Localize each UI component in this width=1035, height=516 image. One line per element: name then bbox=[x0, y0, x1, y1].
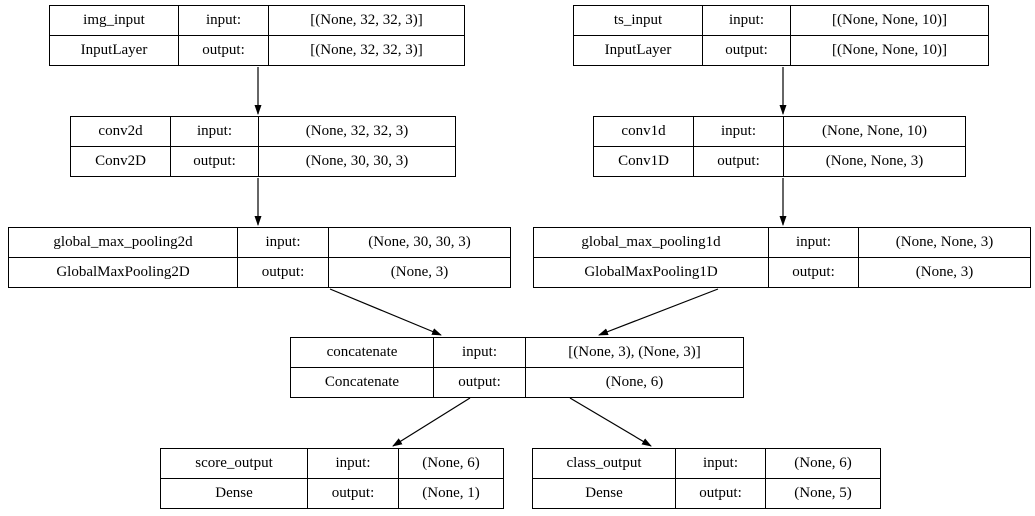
layer-type: Conv2D bbox=[70, 146, 171, 177]
input-shape: (None, None, 3) bbox=[858, 227, 1031, 258]
input-label: input: bbox=[768, 227, 859, 258]
input-shape: [(None, None, 10)] bbox=[790, 5, 989, 36]
layer-type: Dense bbox=[160, 478, 308, 509]
output-label: output: bbox=[178, 35, 269, 66]
layer-node-conv2d: conv2d input: (None, 32, 32, 3) Conv2D o… bbox=[70, 116, 456, 177]
output-label: output: bbox=[170, 146, 259, 177]
layer-record: conv1d input: (None, None, 10) Conv1D ou… bbox=[593, 116, 966, 177]
output-shape: (None, 5) bbox=[765, 478, 881, 509]
layer-node-global_max_pooling1d: global_max_pooling1d input: (None, None,… bbox=[533, 227, 1031, 288]
input-shape: [(None, 32, 32, 3)] bbox=[268, 5, 465, 36]
layer-record: img_input input: [(None, 32, 32, 3)] Inp… bbox=[49, 5, 465, 66]
output-shape: (None, 3) bbox=[858, 257, 1031, 288]
layer-name: ts_input bbox=[573, 5, 703, 36]
layer-type: Dense bbox=[532, 478, 676, 509]
output-label: output: bbox=[702, 35, 791, 66]
layer-record: global_max_pooling1d input: (None, None,… bbox=[533, 227, 1031, 288]
layer-type: Concatenate bbox=[290, 367, 434, 398]
output-label: output: bbox=[693, 146, 784, 177]
layer-type: GlobalMaxPooling1D bbox=[533, 257, 769, 288]
layer-name: concatenate bbox=[290, 337, 434, 368]
input-label: input: bbox=[178, 5, 269, 36]
input-label: input: bbox=[307, 448, 399, 479]
output-shape: [(None, None, 10)] bbox=[790, 35, 989, 66]
input-shape: [(None, 3), (None, 3)] bbox=[525, 337, 744, 368]
layer-node-class_output: class_output input: (None, 6) Dense outp… bbox=[532, 448, 881, 509]
layer-node-score_output: score_output input: (None, 6) Dense outp… bbox=[160, 448, 504, 509]
layer-name: global_max_pooling1d bbox=[533, 227, 769, 258]
edge-concatenate-score_output bbox=[392, 397, 471, 447]
layer-node-global_max_pooling2d: global_max_pooling2d input: (None, 30, 3… bbox=[8, 227, 511, 288]
layer-type: GlobalMaxPooling2D bbox=[8, 257, 238, 288]
input-shape: (None, 6) bbox=[765, 448, 881, 479]
layer-type: InputLayer bbox=[49, 35, 179, 66]
edge-global_max_pooling1d-concatenate bbox=[598, 288, 719, 336]
output-shape: (None, 1) bbox=[398, 478, 504, 509]
layer-node-concatenate: concatenate input: [(None, 3), (None, 3)… bbox=[290, 337, 744, 398]
input-label: input: bbox=[237, 227, 329, 258]
layer-record: global_max_pooling2d input: (None, 30, 3… bbox=[8, 227, 511, 288]
layer-record: score_output input: (None, 6) Dense outp… bbox=[160, 448, 504, 509]
layer-record: conv2d input: (None, 32, 32, 3) Conv2D o… bbox=[70, 116, 456, 177]
output-shape: (None, 30, 30, 3) bbox=[258, 146, 456, 177]
layer-record: concatenate input: [(None, 3), (None, 3)… bbox=[290, 337, 744, 398]
layer-name: global_max_pooling2d bbox=[8, 227, 238, 258]
output-label: output: bbox=[433, 367, 526, 398]
output-label: output: bbox=[237, 257, 329, 288]
input-label: input: bbox=[433, 337, 526, 368]
output-label: output: bbox=[307, 478, 399, 509]
layer-name: conv1d bbox=[593, 116, 694, 147]
output-shape: (None, 3) bbox=[328, 257, 511, 288]
layer-name: conv2d bbox=[70, 116, 171, 147]
layer-record: ts_input input: [(None, None, 10)] Input… bbox=[573, 5, 989, 66]
output-shape: [(None, 32, 32, 3)] bbox=[268, 35, 465, 66]
layer-node-img_input: img_input input: [(None, 32, 32, 3)] Inp… bbox=[49, 5, 465, 66]
layer-type: InputLayer bbox=[573, 35, 703, 66]
layer-name: class_output bbox=[532, 448, 676, 479]
output-label: output: bbox=[768, 257, 859, 288]
output-label: output: bbox=[675, 478, 766, 509]
input-shape: (None, 32, 32, 3) bbox=[258, 116, 456, 147]
edge-global_max_pooling2d-concatenate bbox=[329, 288, 442, 336]
input-shape: (None, 30, 30, 3) bbox=[328, 227, 511, 258]
layer-type: Conv1D bbox=[593, 146, 694, 177]
layer-name: score_output bbox=[160, 448, 308, 479]
output-shape: (None, None, 3) bbox=[783, 146, 966, 177]
input-shape: (None, 6) bbox=[398, 448, 504, 479]
input-shape: (None, None, 10) bbox=[783, 116, 966, 147]
layer-node-conv1d: conv1d input: (None, None, 10) Conv1D ou… bbox=[593, 116, 966, 177]
edge-concatenate-class_output bbox=[569, 397, 652, 447]
input-label: input: bbox=[702, 5, 791, 36]
input-label: input: bbox=[693, 116, 784, 147]
layer-name: img_input bbox=[49, 5, 179, 36]
input-label: input: bbox=[170, 116, 259, 147]
layer-record: class_output input: (None, 6) Dense outp… bbox=[532, 448, 881, 509]
layer-node-ts_input: ts_input input: [(None, None, 10)] Input… bbox=[573, 5, 989, 66]
output-shape: (None, 6) bbox=[525, 367, 744, 398]
input-label: input: bbox=[675, 448, 766, 479]
